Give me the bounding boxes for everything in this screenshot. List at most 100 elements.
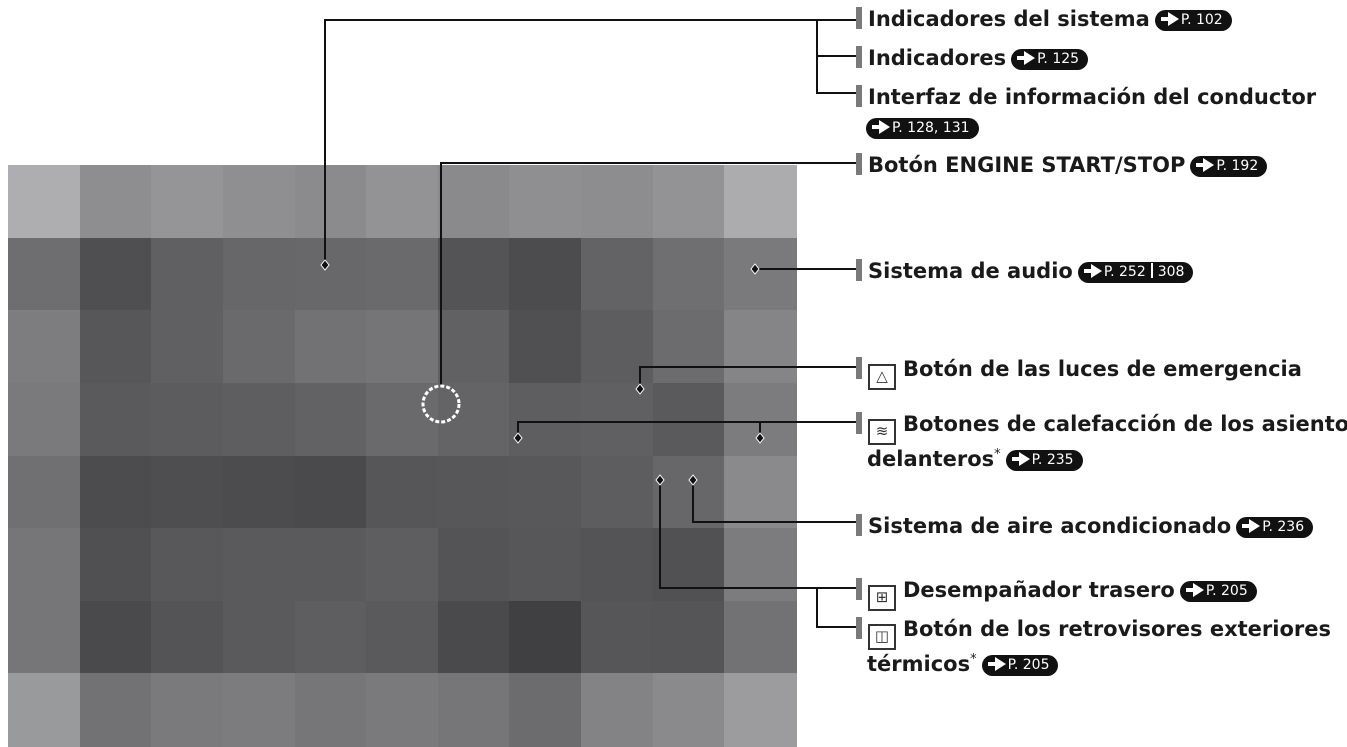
page-ref-pill[interactable]: P. 252 308 — [1077, 262, 1194, 283]
mosaic-tile — [509, 673, 583, 747]
label-text: Botón ENGINE START/STOP — [868, 153, 1186, 177]
mosaic-tile — [222, 600, 296, 675]
mosaic-tile — [652, 310, 726, 385]
mosaic-tile — [724, 528, 798, 603]
label-text: Sistema de aire acondicionado — [868, 514, 1232, 538]
mosaic-tile — [222, 455, 296, 530]
page-ref-text: 308 — [1157, 264, 1185, 280]
page-ref-text: P. 192 — [1216, 158, 1259, 174]
label-engine-start-stop: Botón ENGINE START/STOP P. 192 — [856, 150, 1268, 181]
mosaic-tile — [222, 382, 296, 457]
leader-line-group-bracket — [816, 20, 858, 94]
mosaic-tile — [366, 165, 440, 239]
mosaic-tile — [366, 455, 440, 530]
mosaic-tile — [8, 528, 81, 603]
page-ref-text: P. 205 — [1205, 583, 1248, 599]
mosaic-tile — [581, 310, 655, 385]
mosaic-tile — [366, 382, 440, 457]
page-ref-text: P. 252 — [1103, 264, 1146, 280]
mosaic-tile — [509, 600, 583, 675]
rear-defroster-icon: ⊞ — [868, 585, 896, 611]
page-ref-pill[interactable]: P. 192 — [1190, 156, 1268, 177]
label-text: Desempañador trasero — [903, 578, 1175, 602]
label-text: Botones de calefacción de los asientos — [903, 412, 1347, 436]
mosaic-tile — [366, 528, 440, 603]
mosaic-tile — [151, 310, 225, 385]
mosaic-tile — [437, 237, 511, 312]
mosaic-tile — [294, 382, 368, 457]
label-driver-info-interface-ref: P. 128, 131 — [866, 112, 979, 143]
page-ref-text: P. 125 — [1037, 51, 1080, 67]
mosaic-tile — [652, 673, 726, 747]
label-rear-defroster: ⊞ Desempañador trasero P. 205 — [856, 575, 1257, 611]
label-bar — [856, 153, 862, 175]
mosaic-tile — [509, 455, 583, 530]
mosaic-tile — [652, 382, 726, 457]
footnote-marker: * — [994, 447, 1001, 462]
mosaic-tile — [222, 310, 296, 385]
mosaic-tile — [79, 237, 153, 312]
mosaic-tile — [79, 673, 153, 747]
page-ref-pill[interactable]: P. 205 — [981, 655, 1059, 676]
mosaic-tile — [151, 600, 225, 675]
mosaic-tile — [294, 528, 368, 603]
hazard-triangle-icon: △ — [868, 364, 896, 390]
mosaic-tile — [151, 165, 225, 239]
mosaic-tile — [652, 165, 726, 239]
mosaic-tile — [652, 237, 726, 312]
label-bar — [856, 85, 862, 107]
mosaic-tile — [8, 165, 81, 239]
mosaic-tile — [724, 673, 798, 747]
label-bar — [856, 617, 862, 639]
mosaic-tile — [294, 310, 368, 385]
mosaic-tile — [79, 382, 153, 457]
mosaic-tile — [294, 673, 368, 747]
footnote-marker: * — [970, 652, 977, 667]
mosaic-tile — [724, 165, 798, 239]
mosaic-tile — [151, 528, 225, 603]
label-seat-heater-line2: delanteros* P. 235 — [867, 439, 1083, 475]
mosaic-tile — [437, 600, 511, 675]
mosaic-tile — [509, 310, 583, 385]
label-bar — [856, 7, 862, 29]
mosaic-tile — [8, 310, 81, 385]
mosaic-tile — [724, 310, 798, 385]
mosaic-tile — [79, 528, 153, 603]
seat-heater-icon: ≋ — [868, 419, 896, 445]
label-text: delanteros — [867, 447, 995, 471]
mosaic-tile — [294, 455, 368, 530]
page-ref-pill[interactable]: P. 235 — [1005, 450, 1083, 471]
label-bar — [856, 578, 862, 600]
page-ref-pill[interactable]: P. 236 — [1236, 517, 1314, 538]
label-heated-mirrors: ◫Botón de los retrovisores exteriores — [856, 614, 1331, 650]
mosaic-tile — [581, 382, 655, 457]
page-ref-pill[interactable]: P. 102 — [1154, 10, 1232, 31]
page-ref-text: P. 235 — [1031, 452, 1074, 468]
mosaic-tile — [294, 600, 368, 675]
mosaic-tile — [437, 673, 511, 747]
mosaic-tile — [79, 310, 153, 385]
label-text: Indicadores — [868, 46, 1007, 70]
page-ref-pill[interactable]: P. 125 — [1011, 49, 1089, 70]
mosaic-tile — [8, 455, 81, 530]
mosaic-tile — [366, 600, 440, 675]
page-ref-text: P. 128, 131 — [892, 120, 970, 136]
mosaic-tile — [437, 382, 511, 457]
label-bar — [856, 514, 862, 536]
label-hazard-button: △ Botón de las luces de emergencia — [856, 354, 1302, 390]
page-ref-pill[interactable]: P. 205 — [1179, 581, 1257, 602]
label-bar — [856, 259, 862, 281]
leader-line-heated-mirrors — [816, 588, 858, 628]
mosaic-tile — [509, 165, 583, 239]
label-text: Botón de las luces de emergencia — [903, 357, 1302, 381]
label-text: Interfaz de información del conductor — [868, 85, 1317, 109]
label-heated-mirrors-line2: térmicos*P. 205 — [867, 644, 1059, 680]
mosaic-tile — [8, 673, 81, 747]
mosaic-tile — [581, 528, 655, 603]
page-ref-pill[interactable]: P. 128, 131 — [866, 118, 979, 139]
mosaic-tile — [151, 382, 225, 457]
label-text: Indicadores del sistema — [868, 7, 1150, 31]
